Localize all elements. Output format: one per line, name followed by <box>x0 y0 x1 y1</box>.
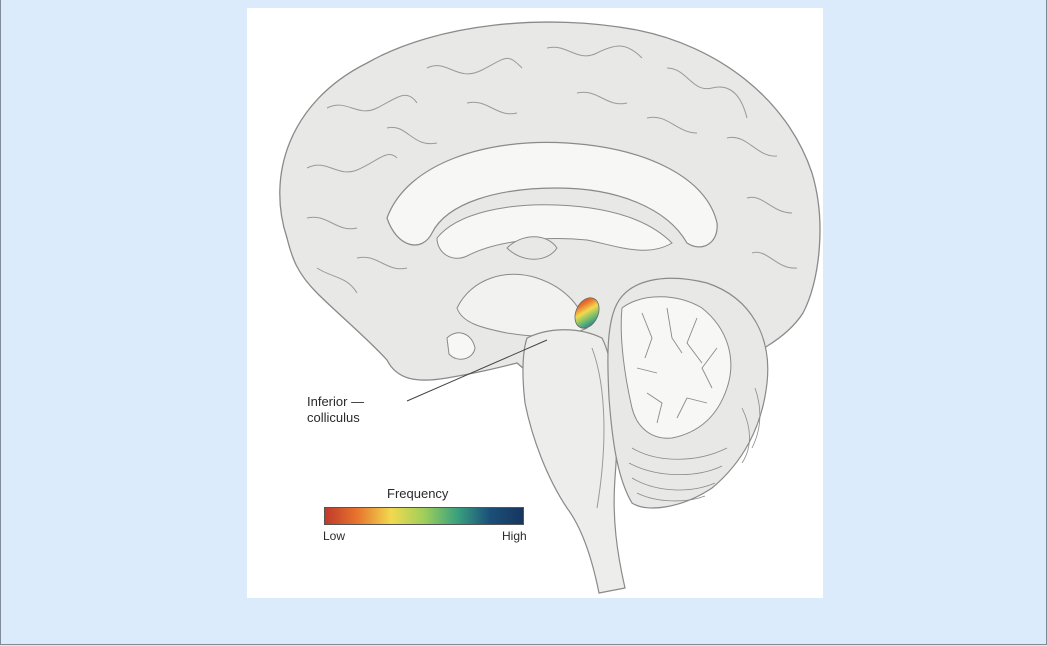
brain-figure: Inferior — colliculus Frequency Low High <box>247 8 823 598</box>
inferior-colliculus-label: Inferior — colliculus <box>307 394 364 426</box>
legend-title: Frequency <box>387 486 448 501</box>
callout-line-2: colliculus <box>307 410 364 426</box>
frequency-gradient-bar <box>324 507 524 525</box>
legend-low-label: Low <box>323 529 345 543</box>
legend-high-label: High <box>502 529 527 543</box>
callout-line-1: Inferior — <box>307 394 364 410</box>
cerebellum <box>608 278 768 508</box>
